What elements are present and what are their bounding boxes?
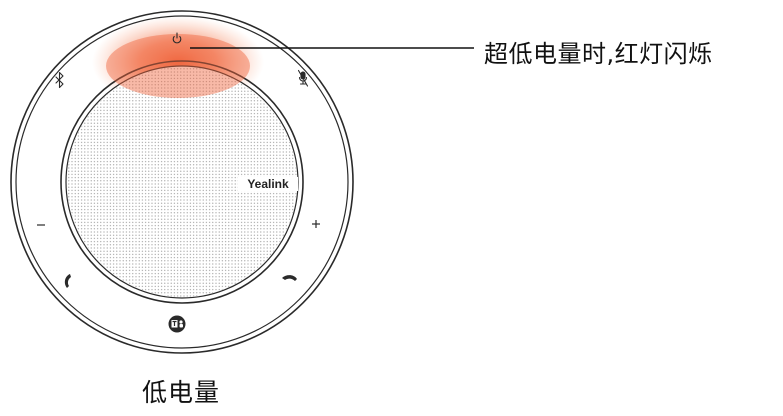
yealink-logo: Yealink	[247, 177, 289, 191]
speaker-mesh	[67, 67, 297, 297]
logo-plate	[238, 177, 298, 191]
led-glow-overlay	[106, 34, 250, 98]
phone-hangup-icon[interactable]	[282, 275, 297, 281]
grille-rim	[60, 60, 304, 304]
outer-rim	[10, 10, 354, 354]
figure-caption: 低电量	[141, 378, 220, 407]
outer-rim-inner	[15, 15, 349, 349]
bluetooth-icon[interactable]	[55, 71, 64, 89]
volume-up-icon[interactable]	[312, 220, 320, 228]
teams-icon[interactable]	[168, 315, 186, 333]
phone-answer-icon[interactable]	[64, 274, 71, 288]
callout-label: 超低电量时,红灯闪烁	[484, 40, 713, 68]
mic-mute-icon[interactable]	[297, 69, 309, 87]
power-icon[interactable]	[172, 32, 182, 44]
